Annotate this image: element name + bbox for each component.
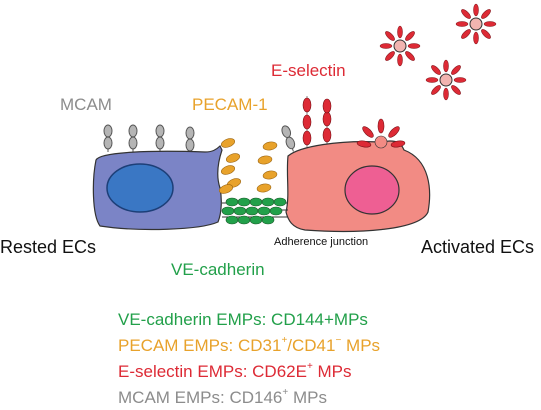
microparticles: [379, 3, 497, 101]
mcam-label: MCAM: [60, 95, 112, 114]
mcam-receptor: [185, 126, 195, 154]
activated-cell-nucleus: [344, 165, 400, 215]
microparticle: [425, 59, 467, 101]
legend-mcam-text: MCAM EMPs: CD146: [118, 388, 283, 407]
legend-pecam-sup1: +: [281, 335, 288, 347]
mcam-receptor: [128, 124, 138, 152]
e-selectin-proteins: [302, 96, 406, 149]
legend-e-selectin-suffix: MPs: [312, 362, 352, 381]
legend-pecam: PECAM EMPs: CD31+/CD41− MPs: [118, 335, 381, 355]
legend-e-selectin-text: E-selectin EMPs: CD62E: [118, 362, 307, 381]
pecam-label: PECAM-1: [192, 95, 268, 114]
mcam-receptors: [103, 124, 296, 154]
e-selectin-label: E-selectin: [271, 61, 346, 80]
mcam-receptor: [155, 124, 165, 152]
pecam-proteins: [218, 138, 278, 194]
rested-ecs-label: Rested ECs: [0, 237, 97, 257]
microparticle: [455, 3, 497, 45]
rested-cell-nucleus: [106, 163, 174, 213]
ve-cadherin-proteins: [221, 197, 287, 225]
legend-pecam-sup2: −: [335, 335, 342, 347]
legend-ve-cadherin: VE-cadherin EMPs: CD144+MPs: [118, 311, 368, 328]
legend-mcam-sup: +: [282, 387, 289, 399]
legend-pecam-mid: /CD41: [287, 336, 336, 355]
legend-mcam-suffix: MPs: [288, 388, 327, 407]
ve-cadherin-label: VE-cadherin: [171, 260, 265, 279]
legend-pecam-text: PECAM EMPs: CD31: [118, 336, 282, 355]
legend-pecam-suffix: MPs: [341, 336, 381, 355]
legend-mcam: MCAM EMPs: CD146+ MPs: [118, 387, 327, 407]
mcam-receptor: [281, 125, 296, 152]
microparticle: [379, 25, 421, 67]
legend-e-selectin-sup: +: [306, 361, 313, 373]
legend-ve-cadherin-text: VE-cadherin EMPs: CD144+MPs: [118, 310, 368, 329]
adherence-junction-label: Adherence junction: [274, 236, 369, 248]
mcam-receptor: [103, 124, 113, 152]
legend-e-selectin: E-selectin EMPs: CD62E+ MPs: [118, 361, 352, 381]
activated-ecs-label: Activated ECs: [421, 237, 535, 257]
